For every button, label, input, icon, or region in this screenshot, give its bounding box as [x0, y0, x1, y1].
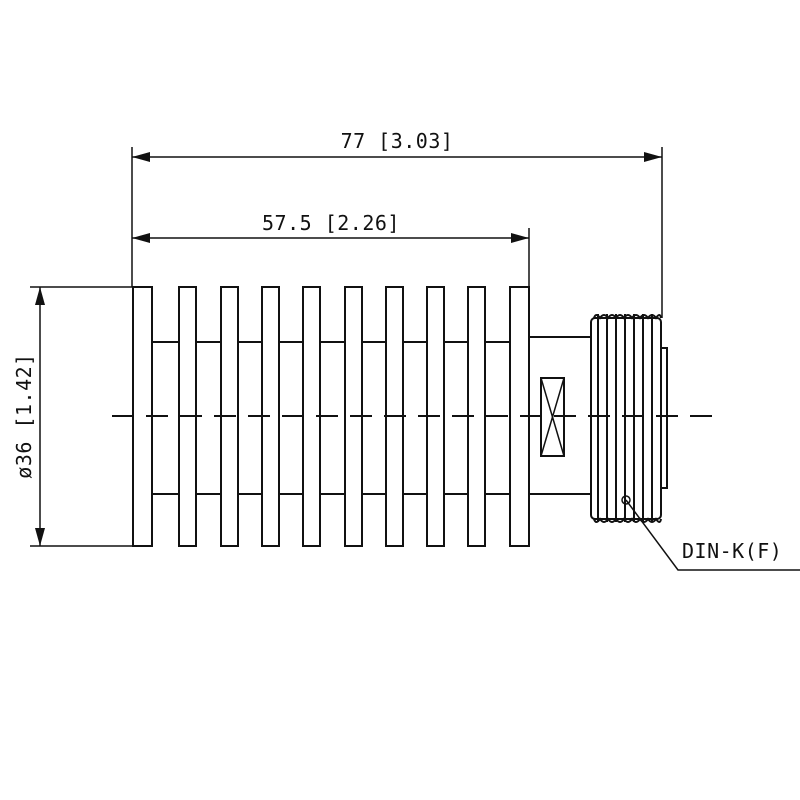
arrowhead-bottom	[35, 528, 45, 546]
hex-cross-line	[540, 377, 565, 457]
diameter-label: ø36 [1.42]	[12, 353, 36, 478]
arrowhead-right	[511, 233, 529, 243]
leader-origin	[621, 495, 631, 505]
diameter-dimension: ø36 [1.42]	[12, 286, 132, 547]
arrowhead-top	[35, 287, 45, 305]
arrowhead-left	[132, 233, 150, 243]
overall-length-label: 77 [3.03]	[341, 129, 454, 153]
din-connector	[590, 314, 668, 523]
heatsink-length-label: 57.5 [2.26]	[262, 211, 400, 235]
leader-line	[625, 499, 800, 571]
heatsink	[132, 286, 530, 547]
arrowhead-right	[644, 152, 662, 162]
heatsink-length-dimension: 57.5 [2.26]	[132, 211, 530, 287]
connector-face	[660, 347, 668, 489]
connector-callout: DIN-K(F)	[621, 495, 800, 571]
heatsink-core	[151, 341, 511, 495]
thread-crest-top	[593, 314, 662, 320]
connector-callout-label: DIN-K(F)	[682, 539, 782, 563]
arrowhead-left	[132, 152, 150, 162]
overall-length-dimension: 77 [3.03]	[131, 129, 663, 318]
thread-crest-bottom	[593, 517, 662, 523]
